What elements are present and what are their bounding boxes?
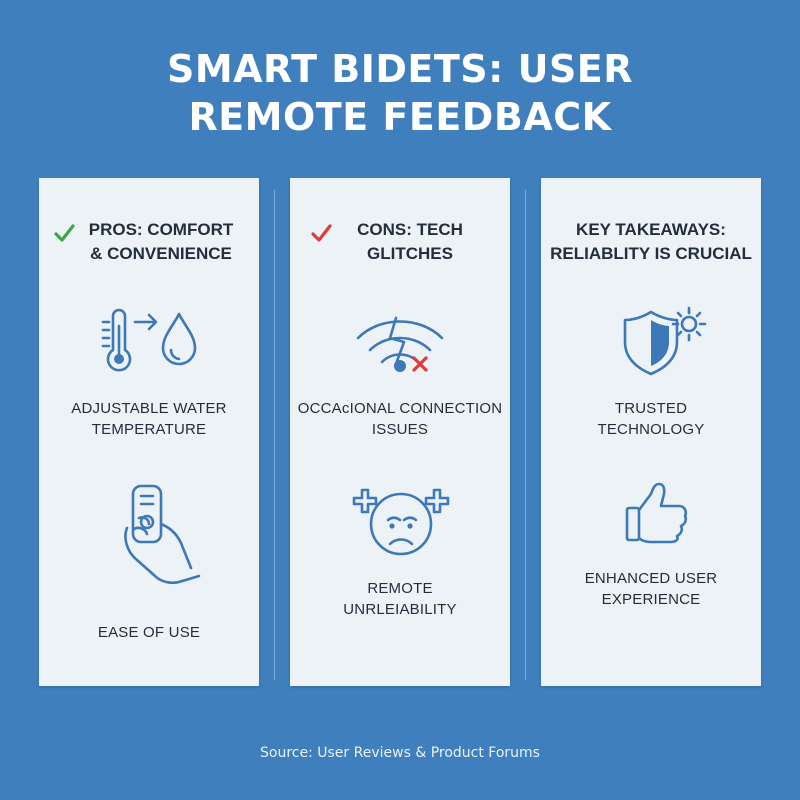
shield-gear-icon	[623, 306, 707, 376]
key-item-2-line-1: ENHANCED USER	[584, 570, 718, 587]
key-item-2-label: ENHANCED USER EXPERIENCE	[541, 568, 761, 610]
cons-item-1-label: OCCAᴄIONAL CONNECTION ISSUES	[290, 398, 510, 440]
pros-heading: PROS: COMFORT & CONVENIENCE	[51, 218, 271, 266]
cons-item-2-line-2: UNRLEIABILITY	[343, 601, 457, 618]
column-divider	[525, 190, 526, 680]
key-item-2-line-2: EXPERIENCE	[601, 591, 701, 608]
thermometer-water-drop-icon	[101, 308, 197, 372]
wifi-error-icon	[356, 316, 444, 372]
pros-heading-line-1: PROS: COMFORT	[88, 220, 234, 239]
red-check-icon	[311, 224, 332, 242]
pros-item-1-line-1: ADJUSTABLE WATER	[71, 400, 227, 417]
pros-panel: PROS: COMFORT & CONVENIENCE ADJUSTABLE W…	[39, 178, 259, 686]
key-heading: KEY TAKEAWAYS: RELIABLITY IS CRUCIAL	[541, 218, 761, 266]
pros-heading-line-2: & CONVENIENCE	[90, 244, 232, 263]
cons-heading-line-1: CONS: TECH	[357, 220, 463, 239]
page-title: SMART BIDETS: USER REMOTE FEEDBACK	[0, 45, 800, 141]
source-note: Source: User Reviews & Product Forums	[260, 745, 540, 761]
cons-heading: CONS: TECH GLITCHES	[300, 218, 520, 266]
pros-item-2-line-1: EASE OF USE	[97, 624, 201, 641]
pros-item-2-label: EASE OF USE	[39, 622, 259, 643]
hand-holding-remote-icon	[124, 484, 201, 585]
thumbs-up-icon	[625, 482, 688, 544]
title-line-2: REMOTE FEEDBACK	[188, 95, 612, 139]
key-heading-line-1: KEY TAKEAWAYS:	[576, 220, 726, 239]
key-item-1-line-2: TECHNOLOGY	[597, 421, 705, 438]
cons-item-1-line-1: OCCAᴄIONAL CONNECTION	[297, 400, 503, 417]
cons-item-2-label: REMOTE UNRLEIABILITY	[290, 578, 510, 620]
pros-item-1-line-2: TEMPERATURE	[91, 421, 207, 438]
cons-heading-line-2: GLITCHES	[367, 244, 453, 263]
key-heading-line-2: RELIABLITY IS CRUCIAL	[550, 244, 752, 263]
pros-item-1-label: ADJUSTABLE WATER TEMPERATURE	[39, 398, 259, 440]
cons-item-2-line-1: REMOTE	[367, 580, 433, 597]
key-takeaways-panel: KEY TAKEAWAYS: RELIABLITY IS CRUCIAL TRU…	[541, 178, 761, 686]
cons-panel: CONS: TECH GLITCHES OCCAᴄIONAL CONNECTIO…	[290, 178, 510, 686]
title-line-1: SMART BIDETS: USER	[166, 47, 634, 91]
column-divider	[274, 190, 275, 680]
green-check-icon	[54, 224, 75, 242]
key-item-1-line-1: TRUSTED	[614, 400, 688, 417]
key-item-1-label: TRUSTED TECHNOLOGY	[541, 398, 761, 440]
cons-item-1-line-2: ISSUES	[371, 421, 429, 438]
frustrated-face-icon	[352, 488, 450, 556]
